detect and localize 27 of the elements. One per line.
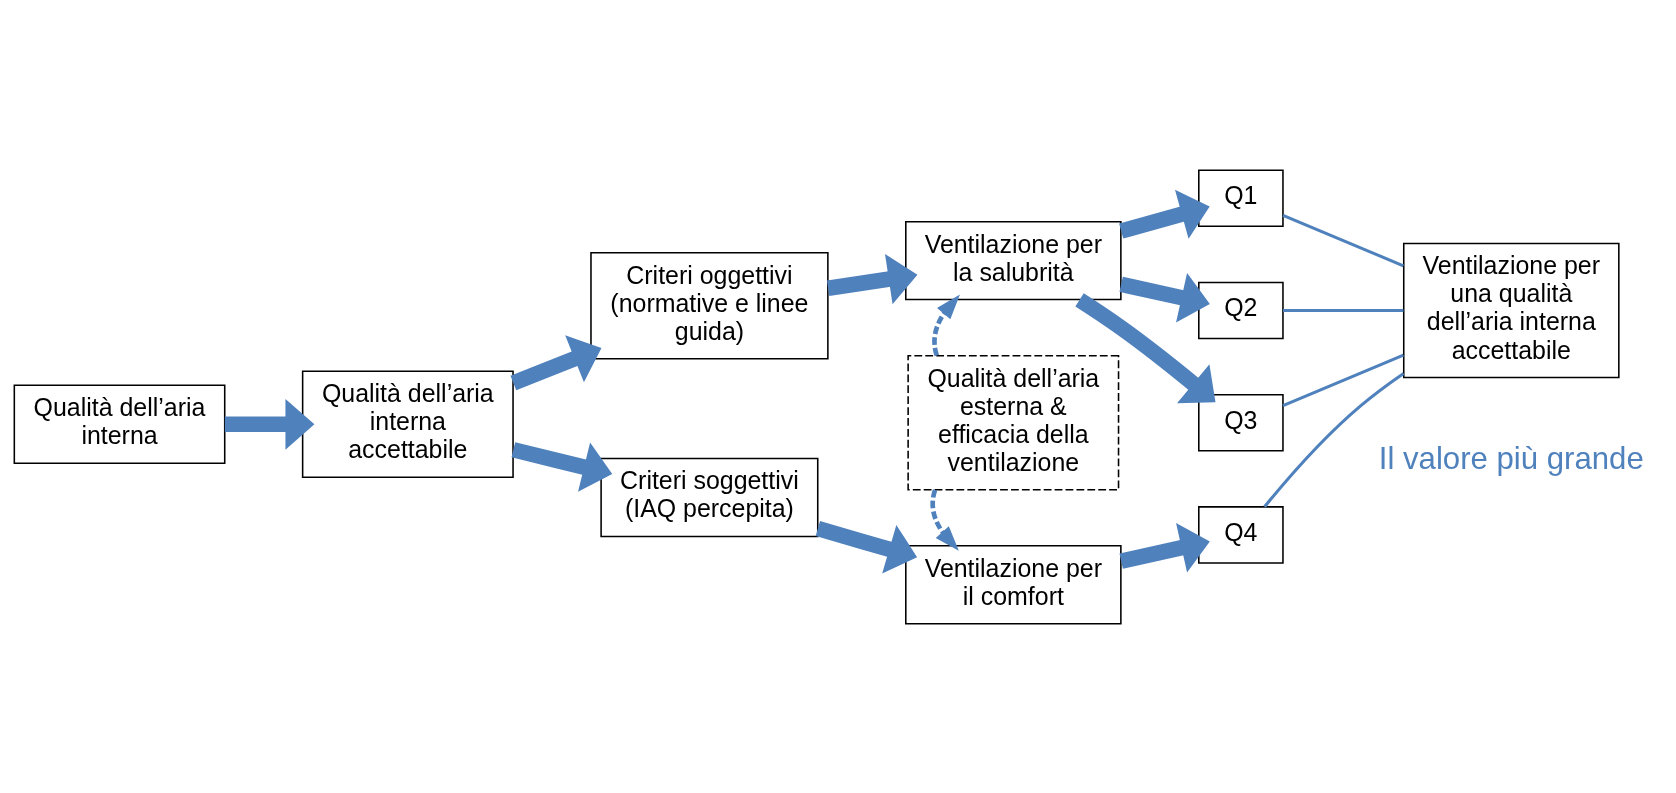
- node-box: Qualità dell’aria esterna & efficacia della ventilazione: [907, 354, 1120, 490]
- arrow: [815, 520, 918, 574]
- connector: [1283, 308, 1404, 312]
- arrow: [1119, 189, 1210, 239]
- node-box: Qualità dell’aria interna: [13, 384, 226, 464]
- arrow: [930, 488, 959, 551]
- node-box: Q2: [1198, 281, 1284, 339]
- arrow: [510, 334, 602, 390]
- node-box: Q3: [1198, 393, 1284, 452]
- node-box: Criteri soggettivi (IAQ percepita): [600, 457, 819, 537]
- node-box: Ventilazione per una qualità dell’aria interna accettabile: [1402, 242, 1620, 378]
- node-box: Q1: [1198, 168, 1284, 227]
- connector: [1282, 213, 1404, 267]
- connector: [1263, 371, 1405, 508]
- connector: [1282, 353, 1404, 407]
- label: Il valore più grande: [1378, 440, 1644, 476]
- node-box: Qualità dell’aria interna accettabile: [301, 370, 514, 478]
- arrow: [1119, 272, 1210, 322]
- node-box: Ventilazione per la salubrità: [905, 220, 1122, 300]
- arrow: [827, 253, 918, 304]
- arrow: [1119, 522, 1210, 573]
- node-box: Q4: [1198, 505, 1284, 564]
- arrow: [932, 294, 960, 356]
- node-box: Ventilazione per il comfort: [905, 544, 1122, 625]
- arrow: [224, 398, 315, 450]
- arrow: [511, 441, 613, 492]
- node-box: Criteri oggettivi (normative e linee guida): [590, 251, 829, 360]
